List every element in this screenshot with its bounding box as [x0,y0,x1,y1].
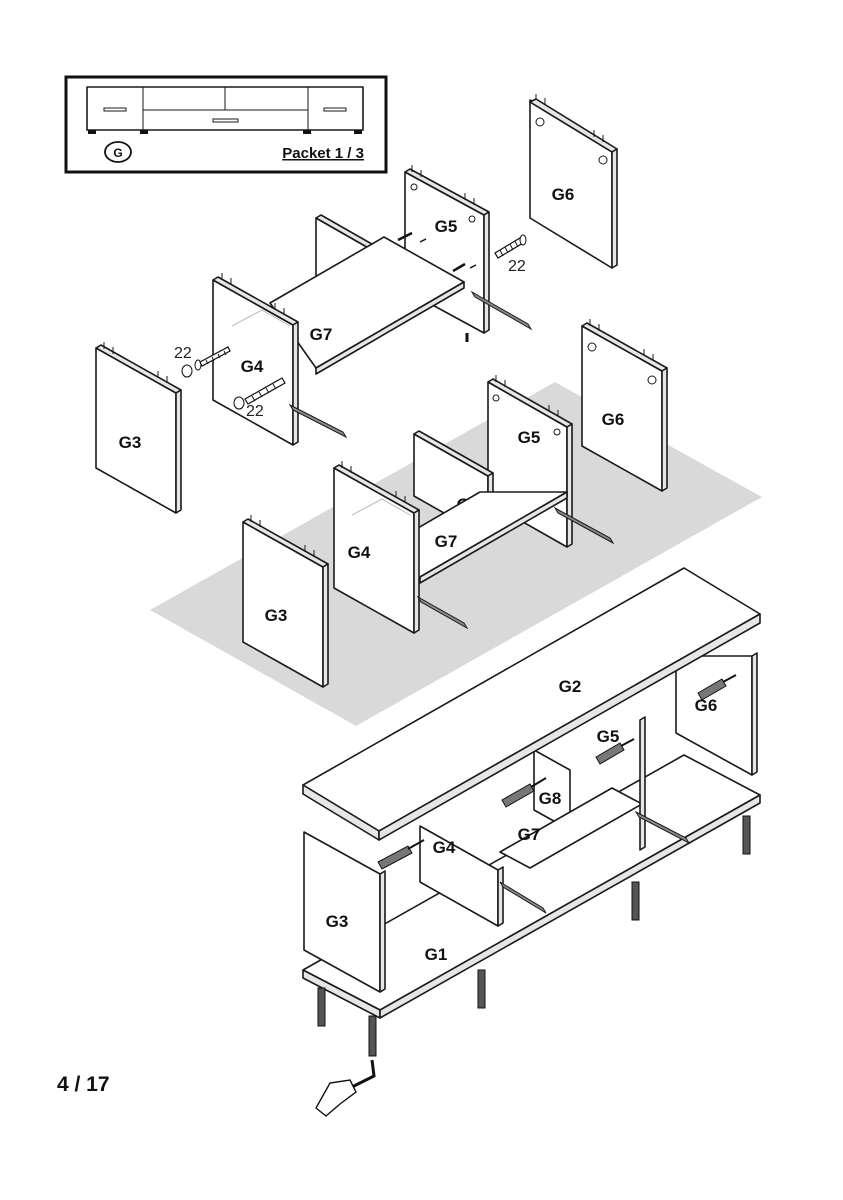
label-g3-middle: G3 [265,606,288,625]
label-g4-middle: G4 [348,543,371,562]
panel-g4-top: G4 [212,273,299,446]
top-exploded-group: G6 G5 22 [95,94,618,514]
label-g4-top: G4 [241,357,264,376]
drawer-slide-rail-icon [416,595,469,630]
label-g8-bottom: G8 [539,789,562,808]
page-number: 4 / 17 [57,1073,110,1096]
label-g2: G2 [559,677,582,696]
label-g5-middle: G5 [518,428,541,447]
screw-icon [233,377,286,410]
fitting-count-22-g4-lower: 22 [246,403,264,420]
panel-g4-middle: G4 [333,461,420,634]
drawer-slide-rail-icon [553,506,615,545]
leg-screws [317,815,751,1057]
packet-reference-box: G Packet 1 / 3 [64,75,388,174]
drawer-slide-rail-icon [288,403,348,439]
label-g6-top: G6 [552,185,575,204]
panel-g3-middle: G3 [242,515,329,688]
packet-badge-circle [104,141,132,163]
tv-stand-thumbnail [86,86,364,134]
shelf-g7-middle: G7 [379,491,568,584]
label-g3-top: G3 [119,433,142,452]
label-g7-bottom: G7 [518,825,541,844]
label-g6-bottom: G6 [695,696,718,715]
fitting-count-22-g4-upper: 22 [174,345,192,362]
drawer-slide-rail-icon [470,290,533,331]
hand-with-allen-key-icon [315,1059,376,1117]
label-g5-top: G5 [435,217,458,236]
screwdriver-icon [697,674,737,701]
middle-assembly-group: G6 G5 G8 G7 [242,319,668,688]
screwdriver-icon [501,777,547,808]
label-g7-top: G7 [310,325,333,344]
label-g6-middle: G6 [602,410,625,429]
packet-badge: G [113,146,122,160]
dowel-pins [397,231,477,273]
panel-g6-bottom: G6 [675,652,758,776]
packet-label: Packet 1 / 3 [282,145,364,162]
screw-icon [181,346,231,378]
panel-g6-top: G6 [529,94,618,269]
screw-icon [494,234,527,259]
label-g4-bottom: G4 [433,838,456,857]
label-g1: G1 [425,945,448,964]
fitting-count-22-g5: 22 [508,258,526,275]
drawer-slide-rail-icon [499,881,547,914]
screwdriver-icon [595,738,635,765]
panel-g6-middle: G6 [581,319,668,492]
bottom-assembly-group: G1 G4 G8 G7 G5 G6 G2 G3 [302,567,761,1117]
top-panel-g2: G2 [302,567,761,841]
label-g5-bottom: G5 [597,727,620,746]
label-g3-bottom: G3 [326,912,349,931]
panel-g5-bottom [639,716,646,851]
drawer-slide-rail-icon [634,810,691,845]
shelf-g7-top: G7 [269,236,465,375]
panel-g3-top: G3 [95,342,182,514]
label-g7-middle: G7 [435,532,458,551]
screwdriver-icon [377,839,425,870]
panel-g3-bottom: G3 [303,831,386,993]
